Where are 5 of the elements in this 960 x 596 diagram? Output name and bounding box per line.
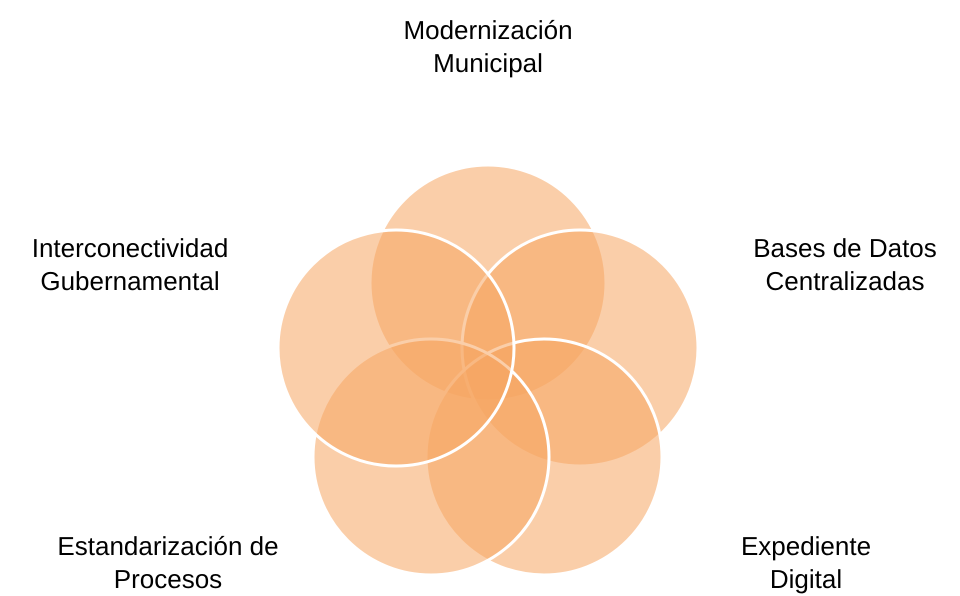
circle-label: Bases de Datos Centralizadas [752,232,938,298]
circle-label: Estandarización de Procesos [56,530,280,596]
circle-label: Expediente Digital [740,530,872,596]
circle-label: Modernización Municipal [402,14,574,80]
circle-label: Interconectividad Gubernamental [30,232,230,298]
